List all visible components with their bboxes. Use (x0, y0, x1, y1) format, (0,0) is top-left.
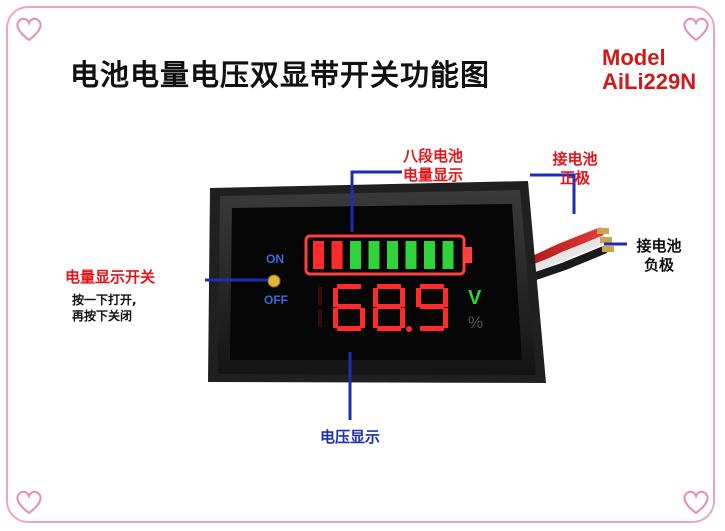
battery-bar (387, 241, 398, 269)
callout-lines (205, 170, 627, 420)
voltage-label: 电压显示 (320, 428, 381, 446)
battery-bars (313, 241, 454, 269)
wire-bundle (525, 227, 614, 282)
negative-label-1: 接电池 (636, 237, 682, 255)
model-line-1: Model (602, 45, 666, 70)
switch-description: 按一下打开, 再按下关闭 (72, 292, 137, 324)
battery-tip (464, 247, 472, 263)
heart-icon (16, 490, 42, 515)
model-name: Model AiLi229N (602, 46, 712, 94)
unit-percent: % (468, 313, 483, 332)
battery-bar (368, 241, 380, 269)
power-switch-button[interactable] (267, 274, 281, 288)
battery-bar (405, 241, 417, 269)
seven-segment-reading (318, 284, 448, 332)
heart-icon (16, 17, 42, 42)
positive-label-2: 正极 (559, 169, 590, 187)
switch-description-1: 按一下打开, (72, 293, 137, 307)
unit-volt: V (468, 287, 482, 309)
battery-bar (424, 241, 435, 269)
model-line-2: AiLi229N (602, 69, 697, 94)
battery-bar (442, 241, 454, 269)
switch-label: 电量显示开关 (65, 268, 156, 286)
segments-label: 八段电池 电量显示 (403, 147, 463, 185)
battery-bar (331, 241, 343, 269)
battery-bar (313, 241, 324, 269)
switch-on-label: ON (266, 252, 284, 266)
page-title: 电池电量电压双显带开关功能图 (70, 58, 491, 92)
heart-icon (683, 17, 709, 42)
segments-label-1: 八段电池 (403, 147, 464, 165)
negative-label: 接电池 负极 (630, 237, 688, 275)
segments-label-2: 电量显示 (403, 166, 464, 184)
battery-bar (350, 241, 361, 269)
positive-label: 接电池 正极 (546, 150, 604, 188)
switch-description-2: 再按下关闭 (72, 309, 133, 323)
decorative-frame (6, 6, 715, 523)
switch-off-label: OFF (264, 293, 288, 307)
heart-icon (683, 490, 709, 515)
positive-label-1: 接电池 (552, 150, 598, 168)
negative-label-2: 负极 (643, 256, 674, 274)
